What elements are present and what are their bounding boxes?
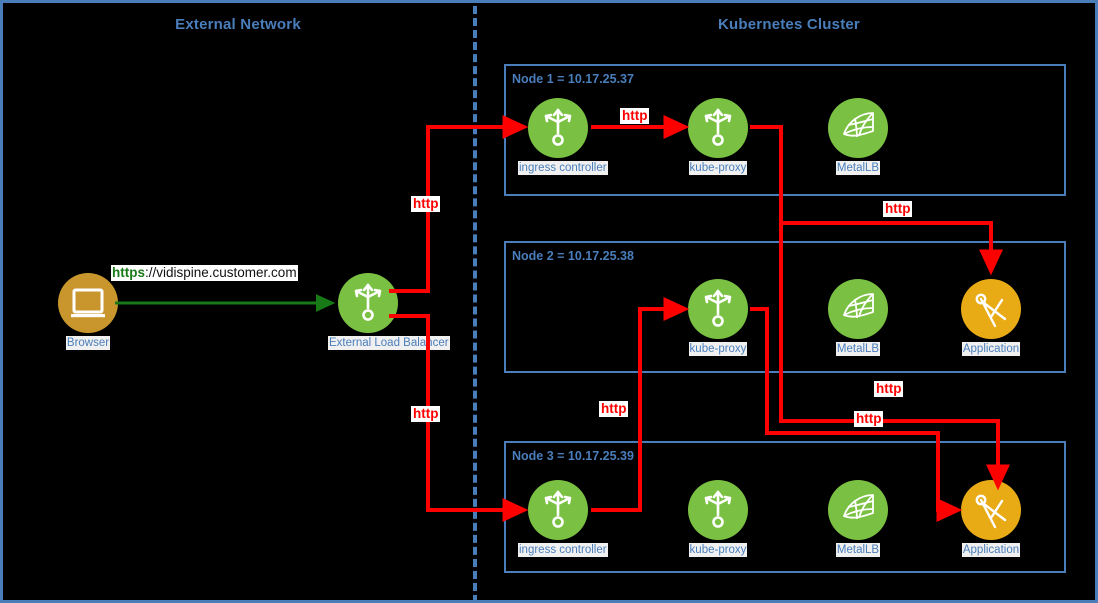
node3-metallb-label: MetalLB	[835, 543, 881, 557]
http-label-node1-kubeproxy-to-node2-app: http	[883, 201, 913, 217]
metallb-icon-circle	[828, 98, 888, 158]
proxy-icon	[544, 108, 572, 146]
mesh-icon	[843, 293, 874, 319]
kubernetes-cluster-title: Kubernetes Cluster	[718, 16, 860, 33]
node1-kube-proxy-label: kube-proxy	[688, 161, 748, 175]
node2-metallb-label: MetalLB	[835, 342, 881, 356]
external-load-balancer-label: External Load Balancer	[328, 336, 450, 350]
node-1-label: Node 1 = 10.17.25.37	[512, 72, 634, 86]
proxy-icon	[544, 490, 572, 528]
node3-metallb[interactable]: MetalLB	[818, 480, 898, 558]
node3-ingress-controller[interactable]: ingress controller	[518, 480, 608, 558]
external-network-title: External Network	[175, 16, 301, 33]
node2-metallb[interactable]: MetalLB	[818, 279, 898, 357]
external-load-balancer-node[interactable]: External Load Balancer	[328, 273, 450, 351]
url-scheme: https	[112, 265, 145, 280]
node3-application[interactable]: Application	[951, 480, 1031, 558]
proxy-icon	[704, 289, 732, 327]
kube-proxy-icon-circle	[688, 279, 748, 339]
node3-kube-proxy[interactable]: kube-proxy	[678, 480, 758, 558]
kube-proxy-icon-circle	[688, 98, 748, 158]
node3-kube-proxy-label: kube-proxy	[688, 543, 748, 557]
node1-metallb-label: MetalLB	[835, 161, 881, 175]
node3-ingress-controller-label: ingress controller	[518, 543, 608, 557]
mesh-icon	[843, 112, 874, 138]
node-3-label: Node 3 = 10.17.25.39	[512, 449, 634, 463]
compass-icon	[975, 494, 1007, 529]
http-label-node3-ingress-to-node2-kubeproxy: http	[599, 401, 629, 417]
http-label-node1-ingress-to-kubeproxy: http	[620, 108, 650, 124]
node2-application[interactable]: Application	[951, 279, 1031, 357]
compass-icon	[975, 293, 1007, 328]
http-label-node2-kubeproxy-to-node3-app: http	[854, 411, 884, 427]
load-balancer-icon-circle	[338, 273, 398, 333]
node1-ingress-controller[interactable]: ingress controller	[518, 98, 608, 176]
node1-kube-proxy[interactable]: kube-proxy	[678, 98, 758, 176]
node2-kube-proxy-label: kube-proxy	[688, 342, 748, 356]
browser-label: Browser	[65, 336, 111, 350]
metallb-icon-circle	[828, 279, 888, 339]
node2-application-label: Application	[961, 342, 1021, 356]
proxy-icon	[704, 490, 732, 528]
http-label-lb-to-node3: http	[411, 406, 441, 422]
http-label-lb-to-node1: http	[411, 196, 441, 212]
browser-node[interactable]: Browser	[48, 273, 128, 351]
proxy-icon	[704, 108, 732, 146]
http-label-node1-kubeproxy-to-node3-app: http	[874, 381, 904, 397]
browser-icon-circle	[58, 273, 118, 333]
application-icon-circle	[961, 279, 1021, 339]
node3-application-label: Application	[961, 543, 1021, 557]
url-host: ://vidispine.customer.com	[145, 265, 297, 280]
node2-kube-proxy[interactable]: kube-proxy	[678, 279, 758, 357]
url-label: https://vidispine.customer.com	[111, 265, 298, 281]
node1-metallb[interactable]: MetalLB	[818, 98, 898, 176]
node1-ingress-controller-label: ingress controller	[518, 161, 608, 175]
network-boundary-divider	[473, 6, 477, 600]
application-icon-circle	[961, 480, 1021, 540]
proxy-icon	[354, 283, 382, 321]
ingress-icon-circle	[528, 98, 588, 158]
mesh-icon	[843, 494, 874, 520]
monitor-icon	[71, 288, 105, 318]
node-2-label: Node 2 = 10.17.25.38	[512, 249, 634, 263]
kube-proxy-icon-circle	[688, 480, 748, 540]
ingress-icon-circle	[528, 480, 588, 540]
metallb-icon-circle	[828, 480, 888, 540]
